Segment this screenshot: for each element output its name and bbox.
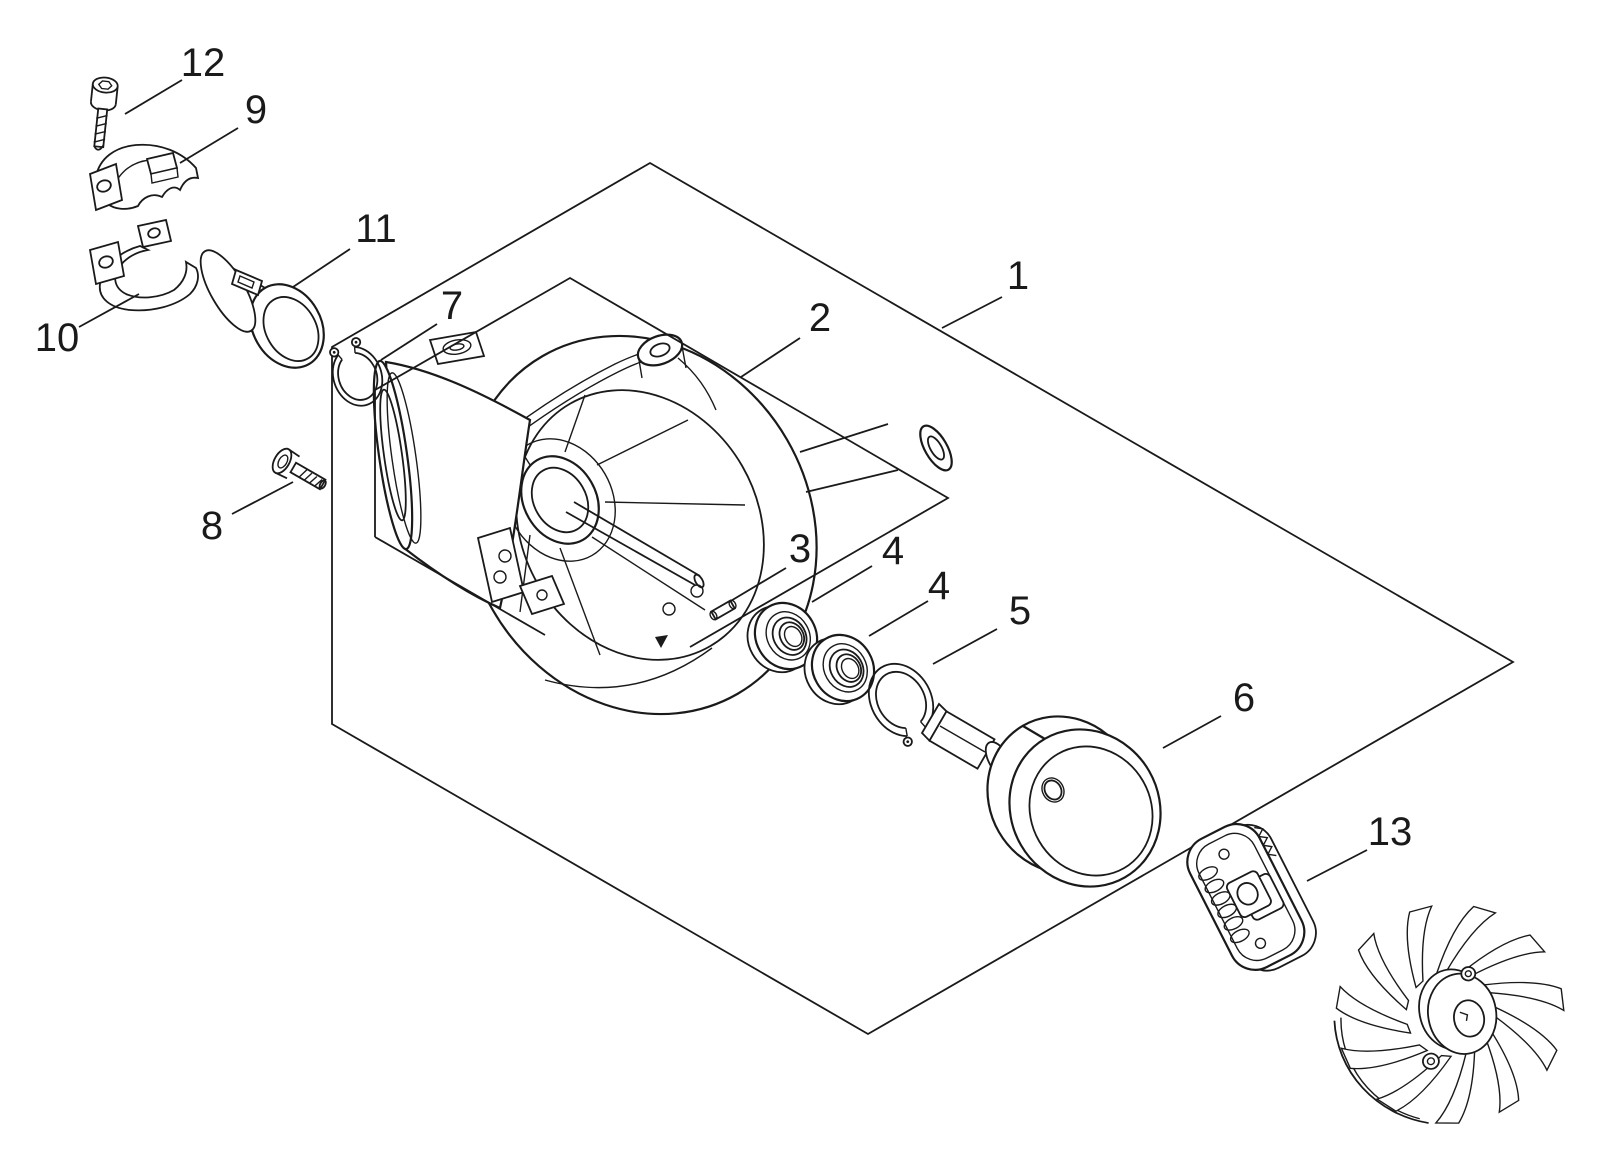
part-7-snap-ring bbox=[329, 337, 384, 407]
flywheel-fan bbox=[1333, 905, 1565, 1124]
clutch-spring bbox=[1198, 866, 1250, 944]
part-6-clutch-drum bbox=[920, 702, 1162, 888]
flange-edge-line bbox=[544, 647, 713, 689]
cone-bore bbox=[379, 388, 407, 522]
right-boss bbox=[799, 423, 953, 493]
clamp-lower-top-tab bbox=[136, 218, 173, 249]
mounting-foot-2 bbox=[518, 574, 566, 616]
leader-line-8 bbox=[231, 481, 294, 515]
callout-6: 6 bbox=[1233, 676, 1255, 720]
leader-line-3 bbox=[728, 567, 787, 603]
clamp-lower-hole bbox=[98, 255, 114, 269]
part-13-clutch bbox=[1186, 822, 1317, 972]
part-11-coupling-sleeve bbox=[199, 249, 325, 369]
fan-blades bbox=[1335, 905, 1565, 1124]
fan-bore bbox=[1453, 999, 1486, 1038]
part-2-backing-panel bbox=[374, 276, 950, 648]
cone-end-rim bbox=[372, 359, 414, 551]
part-3-pin bbox=[709, 599, 737, 621]
leader-line-1 bbox=[941, 296, 1003, 329]
callout-8: 8 bbox=[201, 504, 223, 548]
clamp-upper-hole bbox=[96, 179, 112, 193]
clamp-lower-tab bbox=[88, 240, 126, 286]
leader-line-10 bbox=[78, 293, 140, 328]
callout-4a: 4 bbox=[882, 529, 904, 573]
leader-line-5 bbox=[932, 628, 998, 665]
callout-4b: 4 bbox=[928, 564, 950, 608]
callout-13: 13 bbox=[1368, 810, 1413, 854]
leader-line-2 bbox=[740, 337, 801, 378]
callout-1: 1 bbox=[1007, 254, 1029, 298]
drum-opening bbox=[1028, 745, 1154, 877]
neck-slot-tab bbox=[428, 330, 486, 366]
fan-back-disc-edge bbox=[1333, 1020, 1429, 1124]
leader-line-6 bbox=[1162, 715, 1222, 749]
part-8-bolt bbox=[271, 447, 327, 491]
leader-line-11 bbox=[292, 248, 351, 288]
leader-line-4b bbox=[868, 600, 929, 637]
part-10-clamp-lower bbox=[88, 218, 199, 312]
part-1-boundary-panel bbox=[331, 161, 1515, 1036]
leader-line-4a bbox=[811, 565, 873, 603]
part-9-clamp-upper bbox=[88, 143, 200, 212]
clutch-hub-block bbox=[1225, 870, 1272, 919]
backing-panel-outline bbox=[374, 276, 950, 648]
drum-hole bbox=[1043, 779, 1063, 801]
clutch-bore bbox=[1236, 882, 1259, 906]
boundary-panel-outline bbox=[331, 161, 1515, 1036]
callout-11: 11 bbox=[355, 207, 397, 251]
flange-notch bbox=[655, 635, 668, 648]
callout-3: 3 bbox=[789, 527, 811, 571]
callout-10: 10 bbox=[35, 316, 80, 360]
fan-case-hub bbox=[504, 438, 616, 562]
leader-line-13 bbox=[1306, 849, 1368, 882]
callout-5: 5 bbox=[1009, 589, 1031, 633]
clutch-hole-bottom bbox=[1254, 937, 1267, 950]
part-2-fan-case bbox=[372, 330, 953, 716]
callout-2: 2 bbox=[809, 296, 831, 340]
flange-hole-1 bbox=[662, 602, 676, 616]
drum-front-rim bbox=[1008, 728, 1162, 888]
leader-line-7 bbox=[380, 323, 438, 361]
callout-9: 9 bbox=[245, 88, 267, 132]
clutch-serration bbox=[1254, 826, 1277, 857]
part-12-screw bbox=[90, 76, 119, 151]
fan-case-strap-line-3 bbox=[677, 357, 717, 411]
flange-hole-2 bbox=[690, 584, 704, 598]
cone-groove bbox=[386, 372, 422, 544]
clamp-upper-tab bbox=[88, 162, 124, 212]
fan-eyelet-1 bbox=[1460, 966, 1477, 982]
part-4-bearing-2 bbox=[803, 633, 876, 706]
fan-eyelet-2 bbox=[1422, 1052, 1440, 1070]
part-4-bearing-1 bbox=[746, 601, 819, 674]
callout-7: 7 bbox=[441, 284, 463, 328]
callout-12: 12 bbox=[181, 41, 226, 85]
clutch-hole-top bbox=[1218, 848, 1230, 860]
clamp-lower-top-hole bbox=[147, 227, 161, 239]
drum-shaft-square bbox=[928, 710, 996, 770]
leader-line-12 bbox=[124, 79, 183, 115]
crankshaft-stub bbox=[565, 501, 705, 589]
fan-keyway bbox=[1459, 1011, 1469, 1021]
leader-line-9 bbox=[179, 127, 239, 164]
